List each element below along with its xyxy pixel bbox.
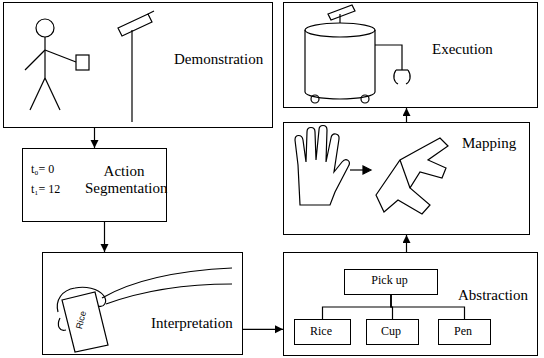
time-stamp: t₀= 0	[31, 163, 54, 177]
tree-line	[391, 295, 465, 319]
robot-arm-gripper	[375, 45, 410, 84]
object-box: Rice	[294, 319, 351, 345]
demonstrator-figure	[25, 19, 89, 110]
node-title: Execution	[432, 41, 493, 58]
node-title: Abstraction	[458, 287, 528, 304]
robot-body	[305, 5, 375, 103]
node-title: Demonstration	[174, 51, 263, 68]
node-title: Pen	[439, 325, 487, 339]
flow-arrow	[243, 329, 283, 330]
flow-arrow	[104, 222, 105, 252]
interpretation-box: Interpretation	[42, 252, 243, 355]
node-title: Action Segmentation	[85, 163, 163, 198]
node-title: Pick up	[345, 274, 434, 288]
object-box: Cup	[366, 319, 419, 345]
object-box: Pen	[438, 319, 491, 345]
mapping-arrow	[350, 166, 371, 174]
human-hand	[295, 126, 349, 206]
node-title: Mapping	[462, 135, 516, 152]
flow-arrow	[406, 108, 407, 122]
time-stamp: t₁= 12	[31, 183, 60, 197]
hand-with-rice-bag	[57, 268, 232, 352]
bag-label: Rice	[74, 310, 88, 330]
demonstration-box: Demonstration	[3, 2, 273, 128]
mapping-box: Mapping	[283, 122, 530, 235]
action-box: Pick up	[344, 269, 438, 295]
node-title: Rice	[295, 325, 347, 339]
node-title: Interpretation	[151, 315, 233, 332]
execution-box: Execution	[283, 2, 538, 108]
flow-arrow	[406, 235, 407, 252]
flow-arrow	[94, 128, 95, 148]
node-title: Cup	[367, 325, 415, 339]
tree-line	[323, 295, 392, 319]
camera-on-pole	[118, 11, 154, 122]
action-segmentation-box: Action Segmentation t₀= 0 t₁= 12	[22, 148, 167, 222]
abstraction-box: Abstraction Pick up Rice Cup Pen	[283, 252, 538, 356]
robot-hand	[376, 138, 448, 214]
